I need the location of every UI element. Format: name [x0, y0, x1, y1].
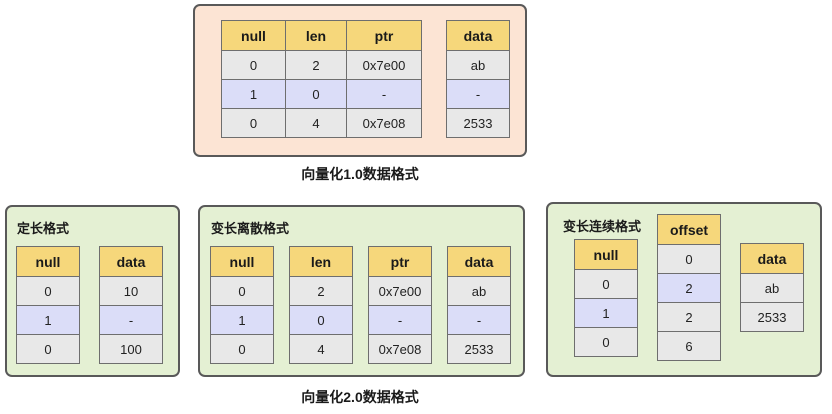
caption-v2-format: 向量化2.0数据格式	[301, 389, 419, 405]
null-len-ptr-cell: -	[346, 79, 422, 109]
null-cell: 0	[574, 327, 638, 357]
null-cell: 0	[16, 334, 80, 364]
null-cell: 1	[574, 298, 638, 328]
null-len-ptr-cell: 4	[285, 108, 347, 138]
column-header-data: data	[446, 20, 510, 51]
len-cell: 4	[289, 334, 353, 364]
data-cell: 10	[99, 276, 163, 306]
data-cell: 2533	[446, 108, 510, 138]
panel-fixed-length-label: 定长格式	[17, 221, 70, 236]
column-header-null: null	[221, 20, 286, 51]
column-header-data: data	[740, 243, 804, 274]
column-header-null: null	[210, 246, 274, 277]
offset-cell: 2	[657, 273, 721, 303]
column-header-ptr: ptr	[368, 246, 432, 277]
null-len-ptr-cell: 0x7e00	[346, 50, 422, 80]
data-cell: -	[99, 305, 163, 335]
data-cell: -	[447, 305, 511, 335]
data-cell: 2533	[740, 302, 804, 332]
column-header-len: len	[285, 20, 347, 51]
column-header-data: data	[99, 246, 163, 277]
data-cell: 100	[99, 334, 163, 364]
null-len-ptr-cell: 0x7e08	[346, 108, 422, 138]
panel-variable-discrete-label: 变长离散格式	[211, 221, 290, 236]
ptr-cell: 0x7e00	[368, 276, 432, 306]
null-cell: 0	[210, 334, 274, 364]
null-len-ptr-cell: 0	[221, 50, 286, 80]
data-cell: ab	[740, 273, 804, 303]
null-len-ptr-cell: 0	[285, 79, 347, 109]
null-len-ptr-cell: 2	[285, 50, 347, 80]
data-cell: ab	[447, 276, 511, 306]
caption-v1-format: 向量化1.0数据格式	[301, 166, 419, 182]
column-header-null: null	[16, 246, 80, 277]
offset-cell: 0	[657, 244, 721, 274]
column-header-ptr: ptr	[346, 20, 422, 51]
offset-cell: 6	[657, 331, 721, 361]
len-cell: 0	[289, 305, 353, 335]
column-header-data: data	[447, 246, 511, 277]
null-len-ptr-cell: 0	[221, 108, 286, 138]
column-header-offset: offset	[657, 214, 721, 245]
null-cell: 1	[16, 305, 80, 335]
null-cell: 0	[210, 276, 274, 306]
null-cell: 0	[574, 269, 638, 299]
data-cell: 2533	[447, 334, 511, 364]
null-len-ptr-cell: 1	[221, 79, 286, 109]
ptr-cell: 0x7e08	[368, 334, 432, 364]
data-cell: -	[446, 79, 510, 109]
len-cell: 2	[289, 276, 353, 306]
ptr-cell: -	[368, 305, 432, 335]
column-header-null: null	[574, 239, 638, 270]
offset-cell: 2	[657, 302, 721, 332]
data-cell: ab	[446, 50, 510, 80]
column-header-len: len	[289, 246, 353, 277]
null-cell: 0	[16, 276, 80, 306]
panel-variable-continuous-label: 变长连续格式	[563, 219, 642, 234]
null-cell: 1	[210, 305, 274, 335]
